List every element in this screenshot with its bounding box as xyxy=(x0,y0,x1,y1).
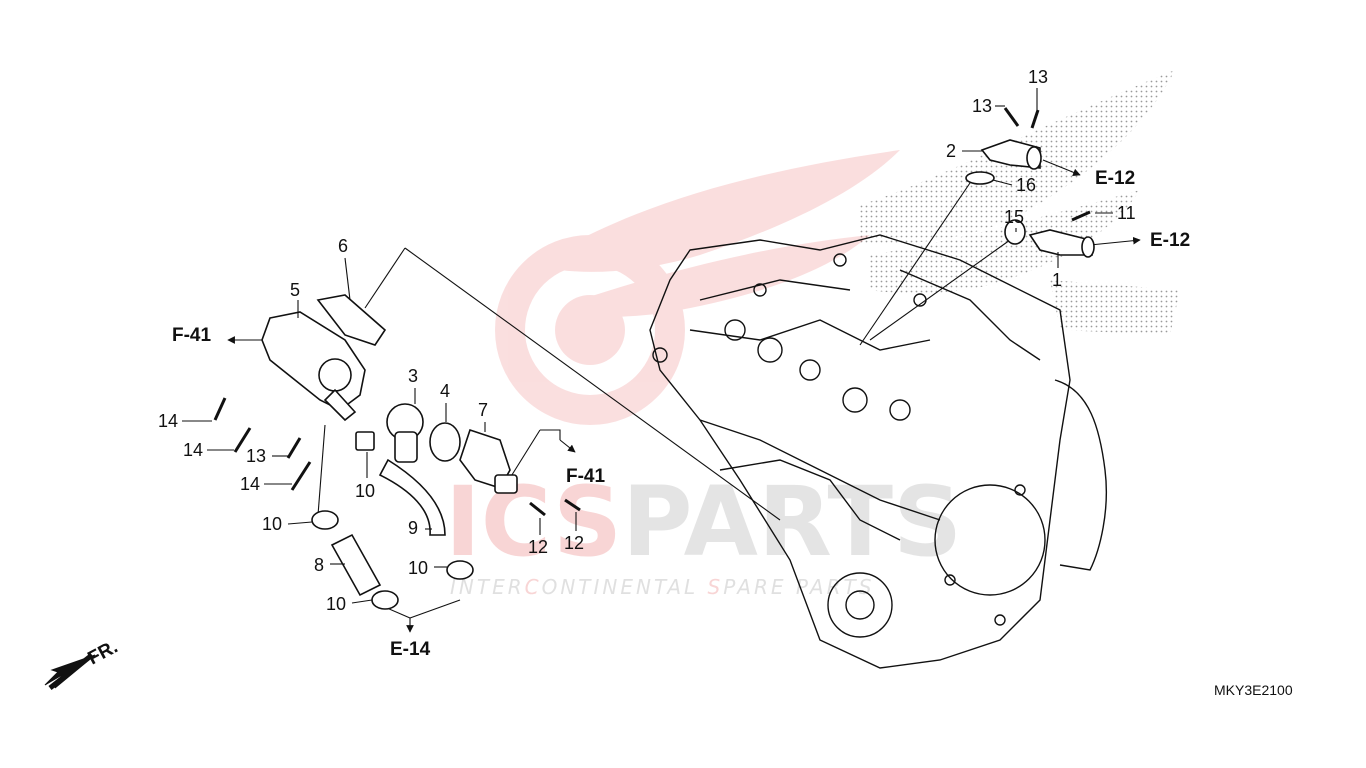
watermark-logo xyxy=(495,150,900,425)
callout-8: 8 xyxy=(314,555,324,575)
watermark-tagline-c: ONTINENTAL xyxy=(542,575,708,599)
o-ring-16 xyxy=(965,171,995,185)
diagram-code: MKY3E2100 xyxy=(1214,682,1293,698)
callout-2: 2 xyxy=(946,141,956,161)
callout-1: 1 xyxy=(1052,270,1062,290)
callout-13-c: 13 xyxy=(246,446,266,466)
o-ring-15 xyxy=(1004,219,1026,245)
gasket-6 xyxy=(316,294,387,346)
water-pipe-1 xyxy=(1028,229,1095,258)
callout-12-a: 12 xyxy=(528,537,548,557)
thermostat-cover-7 xyxy=(459,428,518,494)
reference-labels: E-12 E-12 F-41 F-41 E-14 xyxy=(172,168,1190,660)
bolts-13-11 xyxy=(1003,107,1091,222)
front-label: FR. xyxy=(84,637,121,670)
ref-e14: E-14 xyxy=(390,639,431,660)
callout-10-b: 10 xyxy=(262,514,282,534)
watermark-brand-left: ICS xyxy=(445,466,622,578)
callout-15: 15 xyxy=(1004,207,1024,227)
callout-11: 11 xyxy=(1117,203,1136,223)
callout-10-d: 10 xyxy=(326,594,346,614)
watermark-brand-right: PARTS xyxy=(622,466,962,578)
engine-block xyxy=(649,234,1108,669)
watermark-tagline-d: S xyxy=(708,575,724,599)
svg-text:INTERCONTINENTAL SPARE PARTS: INTERCONTINENTAL SPARE PARTS xyxy=(450,575,874,599)
callout-ticks xyxy=(182,88,1113,604)
hose-9 xyxy=(378,458,446,536)
callout-13-b: 13 xyxy=(972,96,992,116)
svg-text:ICSPARTS: ICSPARTS xyxy=(445,466,962,578)
callout-14-a: 14 xyxy=(158,411,178,431)
watermark-tagline-b: C xyxy=(525,575,542,599)
o-ring-4 xyxy=(429,422,461,462)
bolts-12 xyxy=(529,498,581,517)
callout-3: 3 xyxy=(408,366,418,386)
front-direction-arrow: FR. xyxy=(44,637,121,690)
callout-14-b: 14 xyxy=(183,440,203,460)
callout-4: 4 xyxy=(440,381,450,401)
ref-f41-right: F-41 xyxy=(566,466,606,487)
callout-12-b: 12 xyxy=(564,533,584,553)
bolts-14-13 xyxy=(213,397,312,491)
callout-6: 6 xyxy=(338,236,348,256)
thermostat-3 xyxy=(386,403,424,463)
callout-10-a: 10 xyxy=(355,481,375,501)
water-pipe-2 xyxy=(980,139,1042,170)
callout-10-c: 10 xyxy=(408,558,428,578)
ref-e12-bottom: E-12 xyxy=(1150,230,1190,251)
callout-5: 5 xyxy=(290,280,300,300)
callout-14-c: 14 xyxy=(240,474,260,494)
callout-7: 7 xyxy=(478,400,488,420)
watermark-tagline-e: PARE PARTS xyxy=(723,575,874,599)
ref-f41-left: F-41 xyxy=(172,325,212,346)
hose-8 xyxy=(330,533,382,597)
callout-numbers: 1 2 3 4 5 6 7 8 9 10 10 10 10 11 12 12 1… xyxy=(158,67,1136,614)
leader-lines xyxy=(227,159,1141,633)
thermostat-housing xyxy=(261,311,366,422)
callout-13-a: 13 xyxy=(1028,67,1048,87)
callout-16: 16 xyxy=(1016,175,1036,195)
ref-e12-top: E-12 xyxy=(1095,168,1135,189)
callout-9: 9 xyxy=(408,518,418,538)
